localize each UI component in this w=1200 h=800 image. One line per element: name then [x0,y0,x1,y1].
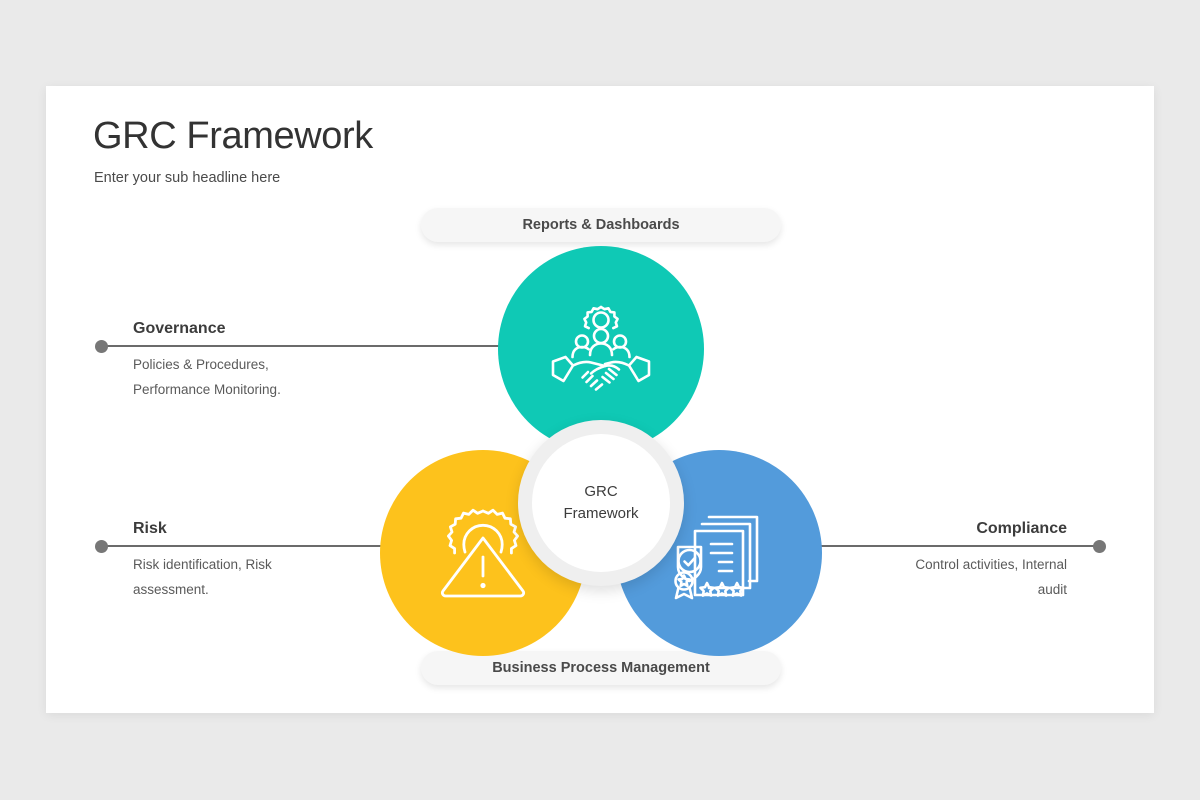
warning-triangle-gear-icon [435,505,531,601]
label-reports-dashboards[interactable]: Reports & Dashboards [421,208,781,242]
pillar-text-governance: Governance Policies & Procedures, Perfor… [133,320,281,402]
connector-dot-risk [95,540,108,553]
connector-line-risk [102,545,382,547]
center-hub-label-line1: GRC [584,483,618,500]
pillar-heading-risk: Risk [133,520,167,537]
connector-dot-compliance [1093,540,1106,553]
pillar-desc-governance-line2: Performance Monitoring. [133,382,281,397]
connector-line-compliance [820,545,1100,547]
pillar-desc-governance-line1: Policies & Procedures, [133,357,269,372]
pillar-text-compliance: Compliance Control activities, Internal … [915,520,1067,602]
slide-card: GRC Framework Enter your sub headline he… [46,86,1154,713]
pillar-desc-risk-line1: Risk identification, Risk [133,557,272,572]
connector-dot-governance [95,340,108,353]
handshake-gear-people-icon [549,303,653,395]
page-subtitle: Enter your sub headline here [94,170,281,186]
center-hub[interactable]: GRC Framework [532,434,670,572]
pillar-heading-compliance: Compliance [976,520,1067,537]
connector-line-governance [102,345,502,347]
label-business-process-management[interactable]: Business Process Management [421,651,781,685]
center-hub-label: GRC Framework [563,481,638,525]
page-title: GRC Framework [93,115,373,157]
pillar-desc-risk-line2: assessment. [133,582,209,597]
center-hub-label-line2: Framework [563,505,639,522]
pillar-desc-compliance-line2: audit [1037,582,1067,597]
pillar-heading-governance: Governance [133,320,226,337]
pillar-text-risk: Risk Risk identification, Risk assessmen… [133,520,272,602]
pillar-desc-compliance-line1: Control activities, Internal [915,557,1067,572]
circle-governance[interactable] [498,246,704,452]
certified-documents-stars-icon [669,505,769,601]
